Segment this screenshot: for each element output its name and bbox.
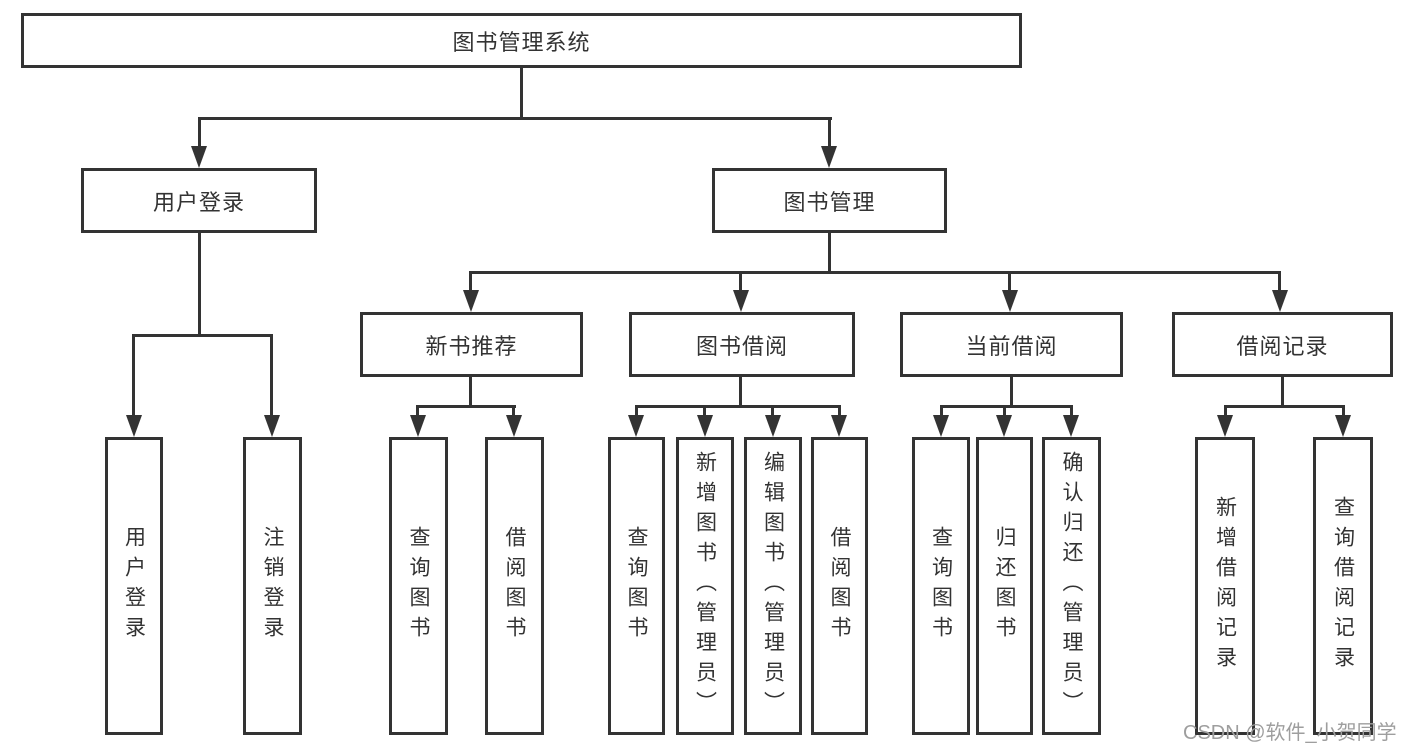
arrowhead-down-icon bbox=[821, 146, 837, 168]
connector bbox=[132, 334, 135, 416]
leaf-query-borrow-record: 查询借阅记录 bbox=[1313, 437, 1373, 735]
arrowhead-down-icon bbox=[1272, 290, 1288, 312]
node-book-management: 图书管理 bbox=[712, 168, 947, 233]
arrowhead-down-icon bbox=[933, 415, 949, 437]
leaf-logout-login: 注销登录 bbox=[243, 437, 302, 735]
leaf-return-book: 归还图书 bbox=[976, 437, 1033, 735]
connector bbox=[739, 271, 742, 293]
connector bbox=[199, 117, 832, 120]
leaf-borrow-book-recommend: 借阅图书 bbox=[485, 437, 544, 735]
arrowhead-down-icon bbox=[1002, 290, 1018, 312]
connector bbox=[828, 233, 831, 273]
arrowhead-down-icon bbox=[765, 415, 781, 437]
leaf-label: 查询借阅记录 bbox=[1331, 496, 1355, 676]
node-library-system: 图书管理系统 bbox=[21, 13, 1022, 68]
connector bbox=[703, 405, 706, 419]
connector bbox=[635, 405, 841, 408]
leaf-add-book-admin: 新增图书（管理员） bbox=[676, 437, 734, 735]
connector bbox=[739, 377, 742, 407]
connector bbox=[469, 377, 472, 407]
connector bbox=[469, 271, 472, 293]
arrowhead-down-icon bbox=[506, 415, 522, 437]
connector bbox=[270, 334, 273, 416]
leaf-label: 借阅图书 bbox=[828, 526, 851, 646]
arrowhead-down-icon bbox=[126, 415, 142, 437]
connector bbox=[838, 405, 841, 419]
connector bbox=[133, 334, 273, 337]
leaf-label: 查询图书 bbox=[625, 526, 648, 646]
leaf-label: 新增图书（管理员） bbox=[693, 451, 717, 721]
leaf-query-book-current: 查询图书 bbox=[912, 437, 970, 735]
arrowhead-down-icon bbox=[1063, 415, 1079, 437]
arrowhead-down-icon bbox=[831, 415, 847, 437]
leaf-label: 新增借阅记录 bbox=[1213, 496, 1237, 676]
connector bbox=[635, 405, 638, 419]
arrowhead-down-icon bbox=[463, 290, 479, 312]
connector bbox=[1281, 377, 1284, 407]
arrowhead-down-icon bbox=[410, 415, 426, 437]
arrowhead-down-icon bbox=[628, 415, 644, 437]
leaf-label: 借阅图书 bbox=[503, 526, 526, 646]
leaf-label: 确认归还（管理员） bbox=[1060, 451, 1083, 721]
leaf-confirm-return-admin: 确认归还（管理员） bbox=[1042, 437, 1101, 735]
leaf-label: 编辑图书（管理员） bbox=[761, 451, 785, 721]
node-book-borrow: 图书借阅 bbox=[629, 312, 855, 377]
leaf-query-book-borrow: 查询图书 bbox=[608, 437, 665, 735]
arrowhead-down-icon bbox=[1217, 415, 1233, 437]
connector bbox=[417, 405, 516, 408]
arrowhead-down-icon bbox=[996, 415, 1012, 437]
node-current-borrow: 当前借阅 bbox=[900, 312, 1123, 377]
leaf-edit-book-admin: 编辑图书（管理员） bbox=[744, 437, 802, 735]
watermark: CSDN @软件_小贺同学 bbox=[1183, 722, 1397, 744]
connector bbox=[520, 68, 523, 118]
arrowhead-down-icon bbox=[264, 415, 280, 437]
leaf-label: 查询图书 bbox=[407, 526, 430, 646]
leaf-borrow-book: 借阅图书 bbox=[811, 437, 868, 735]
leaf-label: 归还图书 bbox=[993, 526, 1016, 646]
node-borrow-record: 借阅记录 bbox=[1172, 312, 1393, 377]
connector bbox=[1224, 405, 1227, 419]
leaf-label: 注销登录 bbox=[261, 526, 284, 646]
connector bbox=[1224, 405, 1345, 408]
arrowhead-down-icon bbox=[733, 290, 749, 312]
arrowhead-down-icon bbox=[1335, 415, 1351, 437]
leaf-user-login: 用户登录 bbox=[105, 437, 163, 735]
leaf-query-book-recommend: 查询图书 bbox=[389, 437, 448, 735]
connector bbox=[828, 117, 831, 148]
arrowhead-down-icon bbox=[697, 415, 713, 437]
connector bbox=[1008, 271, 1011, 293]
connector bbox=[940, 405, 943, 419]
leaf-add-borrow-record: 新增借阅记录 bbox=[1195, 437, 1255, 735]
connector bbox=[1010, 377, 1013, 407]
node-new-book-recommend: 新书推荐 bbox=[360, 312, 583, 377]
connector bbox=[1070, 405, 1073, 419]
connector bbox=[416, 405, 419, 419]
arrowhead-down-icon bbox=[191, 146, 207, 168]
connector bbox=[198, 233, 201, 336]
connector bbox=[771, 405, 774, 419]
connector bbox=[1003, 405, 1006, 419]
connector bbox=[1342, 405, 1345, 419]
connector bbox=[1278, 271, 1281, 293]
connector bbox=[198, 117, 201, 148]
node-user-login: 用户登录 bbox=[81, 168, 317, 233]
connector bbox=[470, 271, 1281, 274]
connector bbox=[940, 405, 1073, 408]
leaf-label: 用户登录 bbox=[122, 526, 146, 646]
leaf-label: 查询图书 bbox=[929, 526, 953, 646]
connector bbox=[512, 405, 515, 419]
